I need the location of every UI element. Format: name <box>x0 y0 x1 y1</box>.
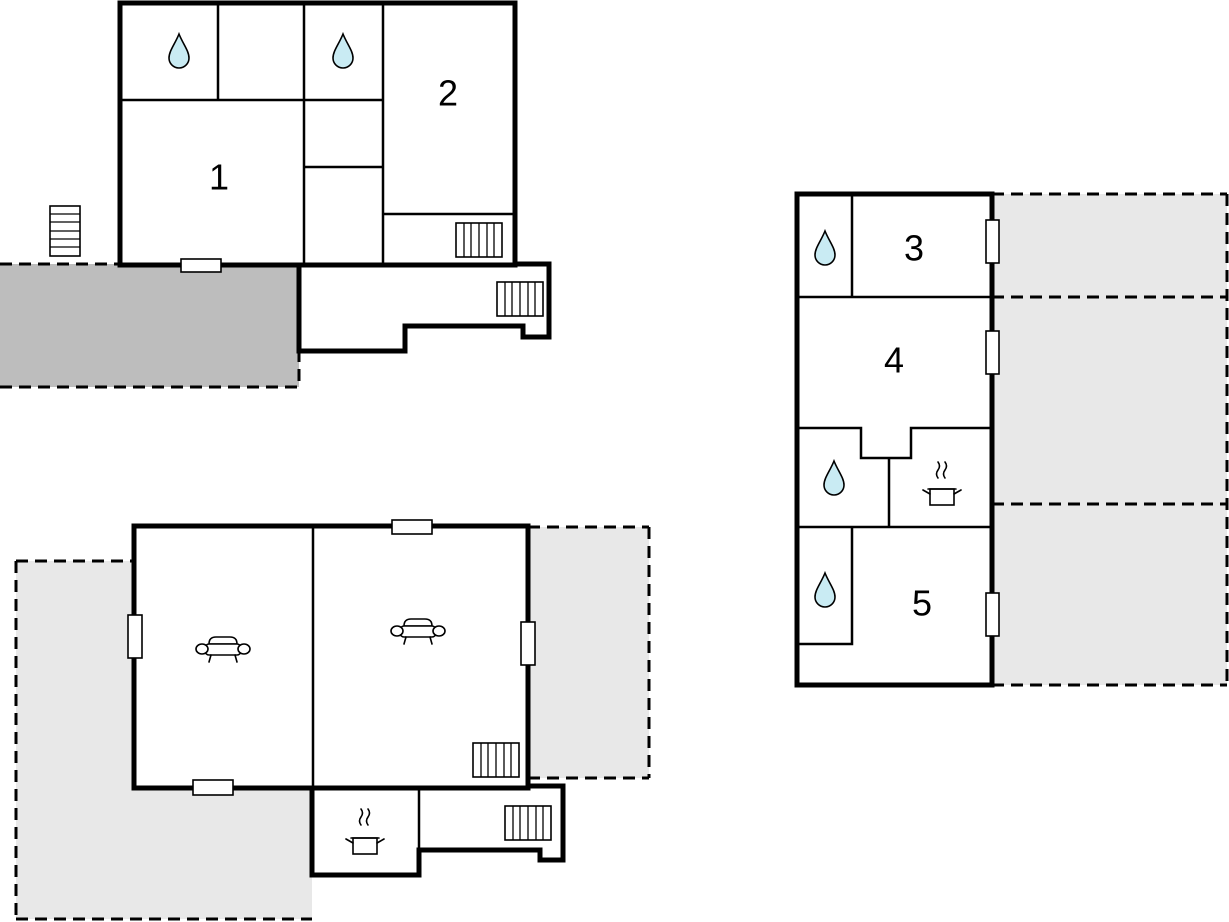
room-number-1: 1 <box>209 157 229 198</box>
terrace-right <box>992 192 1229 687</box>
window-icon <box>985 592 1000 637</box>
stairs-icon <box>504 805 552 841</box>
water-drop-icon <box>814 570 836 608</box>
window-icon <box>520 621 536 666</box>
water-drop-icon <box>823 458 845 496</box>
window-icon <box>985 219 1000 264</box>
window-icon <box>180 258 222 273</box>
water-drop-icon <box>814 228 836 266</box>
window-icon <box>127 614 143 659</box>
stairs-icon <box>472 742 520 778</box>
terrace-top-left <box>0 262 301 389</box>
terrace-bottom-right <box>528 525 651 780</box>
stairs-icon <box>496 281 544 317</box>
room-number-4: 4 <box>884 340 904 381</box>
window-icon <box>391 519 433 535</box>
room-number-3: 3 <box>904 228 924 269</box>
building-bottom-left <box>131 523 566 878</box>
terrace-bottom-left <box>14 559 312 921</box>
windows <box>127 219 1000 796</box>
water-drop-icon <box>332 31 354 69</box>
window-icon <box>192 779 234 796</box>
sofa-icon <box>390 618 446 645</box>
water-drop-icon <box>168 31 190 69</box>
cooking-pot-icon <box>345 808 385 855</box>
window-icon <box>985 330 1000 375</box>
sofa-icon <box>195 636 251 663</box>
building-right <box>794 191 995 688</box>
stairs-icon <box>49 205 81 257</box>
cooking-pot-icon <box>922 461 962 506</box>
room-number-2: 2 <box>438 73 458 114</box>
water-drops <box>168 31 845 608</box>
room-number-5: 5 <box>912 583 932 624</box>
stairs-icon <box>455 222 503 258</box>
